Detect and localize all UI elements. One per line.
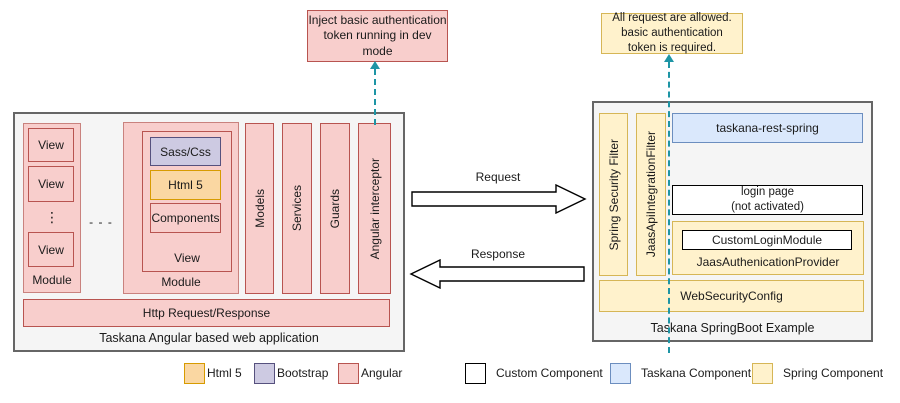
jaas-authentication-provider-box: CustomLoginModule JaasAuthenicationProvi… <box>672 221 864 275</box>
http-request-response-bar: Http Request/Response <box>23 299 390 327</box>
legend-label-angular: Angular <box>361 366 403 380</box>
login-page-label: login page (not activated) <box>731 186 804 213</box>
callout-inject-auth-token-text: Inject basic authentication token runnin… <box>308 12 447 58</box>
services-bar: Services <box>282 123 312 294</box>
legend-item-bootstrap: Bootstrap <box>254 362 328 384</box>
components-label: Components <box>151 211 220 225</box>
legend-label-bootstrap: Bootstrap <box>277 366 329 380</box>
jaas-authentication-provider-label: JaasAuthenicationProvider <box>696 255 840 269</box>
module1-vertical-ellipsis: ⋮ <box>24 204 80 230</box>
html5-box: Html 5 <box>150 170 221 200</box>
taskana-rest-spring-box: taskana-rest-spring <box>672 113 863 143</box>
module1-view1-label: View <box>38 138 64 152</box>
services-label: Services <box>290 185 304 232</box>
legend-item-taskana-component: Taskana Component <box>610 362 751 384</box>
legend-swatch-html5 <box>184 362 205 384</box>
springboot-container: Spring Security Filter JaasApiIntegratio… <box>592 101 873 342</box>
module1-label: Module <box>32 273 72 287</box>
module2-label: Module <box>161 275 201 289</box>
module1-box: View View ⋮ View Module <box>23 123 81 293</box>
legend-item-custom-component: Custom Component <box>465 362 603 384</box>
connector-left-dashed-line <box>374 69 376 125</box>
between-modules-ellipsis: - - - <box>80 212 122 232</box>
legend-item-spring-component: Spring Component <box>752 362 883 384</box>
components-box: Components <box>150 203 221 233</box>
legend-swatch-bootstrap <box>254 362 275 384</box>
module1-view3-box: View <box>28 232 74 267</box>
vertical-dots: ⋮ <box>45 208 59 225</box>
sass-css-label: Sass/Css <box>160 144 211 159</box>
http-request-response-label: Http Request/Response <box>142 306 271 320</box>
legend-swatch-angular <box>338 362 359 384</box>
module1-view1-box: View <box>28 128 74 162</box>
legend-label-taskana-component: Taskana Component <box>641 366 752 380</box>
legend-label-custom-component: Custom Component <box>496 366 603 380</box>
callout-all-requests-allowed: All request are allowed. basic authentic… <box>601 12 743 54</box>
response-text: Response <box>470 246 526 261</box>
spring-security-filter-label: Spring Security Filter <box>606 138 621 251</box>
module1-view3-label: View <box>38 242 64 257</box>
login-page-box: login page (not activated) <box>672 185 863 215</box>
legend-swatch-spring-component <box>752 362 773 384</box>
module2-view-label: View <box>174 251 200 265</box>
connector-right-dashed-line <box>668 62 670 353</box>
models-label: Models <box>252 189 267 228</box>
custom-login-module-box: CustomLoginModule <box>682 230 852 250</box>
module1-view2-box: View <box>28 166 74 202</box>
jaas-api-integration-filter-bar: JaasApiIntegrationFilter <box>636 113 666 276</box>
guards-bar: Guards <box>320 123 350 294</box>
legend-swatch-taskana-component <box>610 362 631 384</box>
request-text: Request <box>475 169 521 184</box>
guards-label: Guards <box>328 188 342 229</box>
angular-app-container: View View ⋮ View Module - - - Sass/Css <box>13 112 405 352</box>
angular-interceptor-bar: Angular interceptor <box>358 123 391 294</box>
jaas-api-integration-filter-label: JaasApiIntegrationFilter <box>644 131 658 258</box>
request-label: Request <box>408 169 588 184</box>
module1-view2-label: View <box>38 177 64 191</box>
callout-inject-auth-token: Inject basic authentication token runnin… <box>307 10 448 62</box>
custom-login-module-label: CustomLoginModule <box>711 233 823 247</box>
legend-label-html5: Html 5 <box>207 366 242 380</box>
html5-label: Html 5 <box>168 178 203 192</box>
legend-label-spring-component: Spring Component <box>783 366 884 380</box>
spring-security-filter-bar: Spring Security Filter <box>599 113 628 276</box>
models-bar: Models <box>245 123 274 294</box>
connector-left-arrowhead-icon <box>370 61 380 69</box>
legend-swatch-custom-component <box>465 362 486 384</box>
response-label: Response <box>408 246 588 261</box>
module2-view-box: Sass/Css Html 5 Components View <box>142 131 232 272</box>
module2-box: Sass/Css Html 5 Components View Module <box>123 122 239 294</box>
sass-css-box: Sass/Css <box>150 137 221 166</box>
legend-item-html5: Html 5 <box>184 362 242 384</box>
angular-interceptor-label: Angular interceptor <box>367 157 382 260</box>
response-arrow-icon <box>409 259 585 289</box>
legend-item-angular: Angular <box>338 362 402 384</box>
request-arrow-icon <box>411 184 587 214</box>
connector-right-arrowhead-icon <box>664 54 674 62</box>
taskana-rest-spring-label: taskana-rest-spring <box>716 121 819 135</box>
web-security-config-label: WebSecurityConfig <box>680 289 783 303</box>
web-security-config-bar: WebSecurityConfig <box>599 280 864 312</box>
callout-all-requests-allowed-text: All request are allowed. basic authentic… <box>612 12 732 54</box>
horizontal-dots: - - - <box>89 215 113 229</box>
angular-app-title: Taskana Angular based web application <box>99 331 319 345</box>
springboot-title: Taskana SpringBoot Example <box>650 321 815 335</box>
